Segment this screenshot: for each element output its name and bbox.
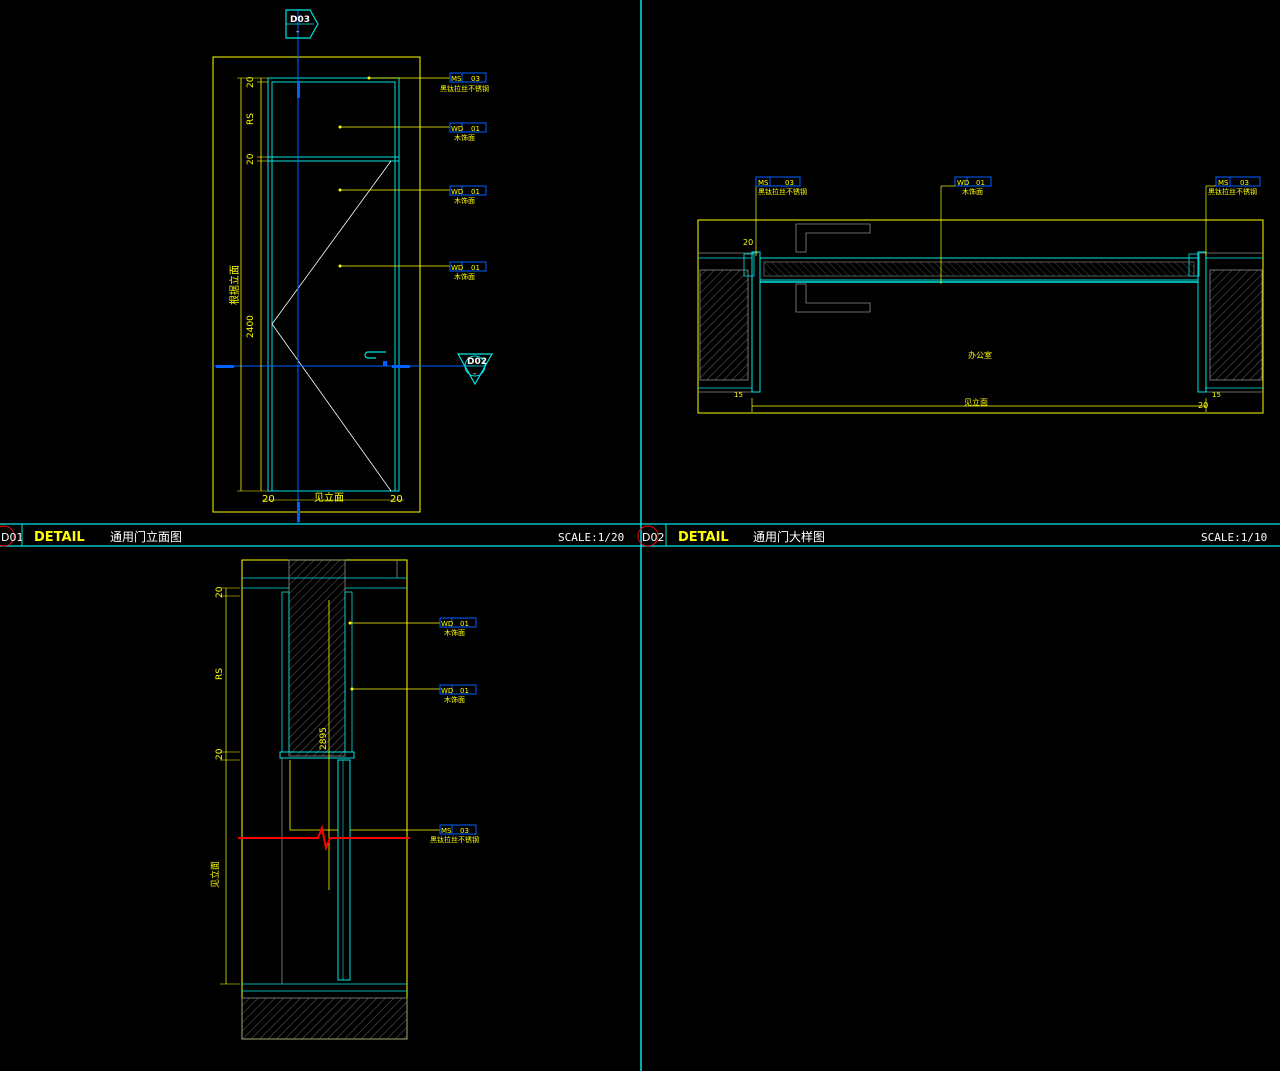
plan-tag-wd01-num: 01 bbox=[976, 179, 985, 187]
plan-dim-20-left: 20 bbox=[743, 238, 753, 247]
section-tag-wd01-b-code: WD bbox=[441, 687, 453, 695]
section-marker-d03-sub: - bbox=[296, 27, 299, 37]
elev-tag-wd01-c[interactable]: WD 01 木饰面 bbox=[338, 261, 487, 281]
door-plan-drawing[interactable]: 见立面 20 20 15 15 办公室 MS 03 黑钛拉丝不锈钢 WD 01 … bbox=[697, 176, 1264, 414]
section-tag-wd01-a-desc: 木饰面 bbox=[444, 628, 465, 637]
section-tag-wd01-a-code: WD bbox=[441, 620, 453, 628]
titlebar-d01-scale: SCALE:1/20 bbox=[558, 531, 624, 544]
elev-dim-rs: RS bbox=[246, 113, 256, 125]
elev-tag-wd01-c-desc: 木饰面 bbox=[454, 272, 475, 281]
door-elevation-drawing[interactable]: 20 RS 20 根据立面 2400 20 见立面 20 D03 - D02 -… bbox=[212, 9, 494, 524]
titlebar-d02[interactable]: D02 DETAIL 通用门大样图 SCALE:1/10 bbox=[637, 524, 1267, 547]
section-dim-20-top: 20 bbox=[215, 586, 225, 598]
titlebar-d01[interactable]: D01 DETAIL 通用门立面图 SCALE:1/20 bbox=[0, 524, 624, 547]
elev-dim-bottom-20-right: 20 bbox=[390, 494, 403, 505]
plan-tag-ms03-right[interactable]: MS 03 黑钛拉丝不锈钢 bbox=[1206, 176, 1261, 196]
section-marker-d02-id: D02 bbox=[467, 357, 487, 367]
titlebar-d01-detail: DETAIL bbox=[34, 530, 85, 545]
section-tag-wd01-a[interactable]: WD 01 木饰面 bbox=[348, 617, 477, 637]
elev-dim-20-mid: 20 bbox=[246, 153, 256, 165]
door-section-drawing[interactable]: 2895 20 RS 20 见立面 WD 01 木饰面 WD 01 木饰面 bbox=[209, 559, 479, 1040]
section-tag-wd01-b-num: 01 bbox=[460, 687, 469, 695]
section-tag-ms03-code: MS bbox=[441, 827, 452, 835]
elev-tag-wd01-a-num: 01 bbox=[471, 125, 480, 133]
section-marker-d02[interactable]: D02 - bbox=[456, 353, 494, 386]
titlebar-d02-detail: DETAIL bbox=[678, 530, 729, 545]
plan-tag-ms03-left-num: 03 bbox=[785, 179, 794, 187]
elev-tag-ms03-code: MS bbox=[451, 75, 462, 83]
titlebar-d02-title: 通用门大样图 bbox=[753, 529, 825, 544]
elev-tag-ms03[interactable]: MS 03 黑钛拉丝不锈钢 bbox=[367, 72, 490, 93]
elev-tag-wd01-c-num: 01 bbox=[471, 264, 480, 272]
section-marker-d03[interactable]: D03 - bbox=[285, 9, 319, 39]
plan-dim-20-right: 20 bbox=[1198, 401, 1208, 410]
plan-tag-ms03-right-num: 03 bbox=[1240, 179, 1249, 187]
titlebar-d01-title: 通用门立面图 bbox=[110, 529, 182, 544]
plan-dim-15-right: 15 bbox=[1212, 391, 1221, 399]
section-tag-wd01-b[interactable]: WD 01 木饰面 bbox=[350, 684, 477, 704]
elev-tag-ms03-desc: 黑钛拉丝不锈钢 bbox=[440, 84, 489, 93]
section-dim-rs: RS bbox=[215, 668, 225, 680]
plan-tag-ms03-right-desc: 黑钛拉丝不锈钢 bbox=[1208, 187, 1257, 196]
section-dim-20-mid: 20 bbox=[215, 748, 225, 760]
titlebar-d02-num: D02 bbox=[642, 531, 664, 544]
elev-dim-20-top: 20 bbox=[246, 76, 256, 88]
elev-tag-wd01-a-code: WD bbox=[451, 125, 463, 133]
elev-dim-2400: 2400 bbox=[246, 315, 256, 338]
elev-tag-wd01-c-code: WD bbox=[451, 264, 463, 272]
section-marker-d02-sub: - bbox=[473, 369, 476, 379]
elev-tag-wd01-b[interactable]: WD 01 木饰面 bbox=[338, 185, 487, 205]
plan-room-label: 办公室 bbox=[968, 350, 992, 360]
section-marker-d03-id: D03 bbox=[290, 15, 310, 25]
plan-tag-ms03-left[interactable]: MS 03 黑钛拉丝不锈钢 bbox=[755, 176, 807, 196]
plan-tag-wd01-desc: 木饰面 bbox=[962, 187, 983, 196]
elev-tag-ms03-num: 03 bbox=[471, 75, 480, 83]
plan-tag-wd01[interactable]: WD 01 木饰面 bbox=[941, 176, 992, 196]
section-tag-wd01-a-num: 01 bbox=[460, 620, 469, 628]
elev-tag-wd01-a[interactable]: WD 01 木饰面 bbox=[338, 122, 487, 142]
elev-dim-bottom-see: 见立面 bbox=[314, 491, 344, 504]
plan-tag-wd01-code: WD bbox=[957, 179, 969, 187]
elev-tag-wd01-a-desc: 木饰面 bbox=[454, 133, 475, 142]
section-tag-ms03[interactable]: MS 03 黑钛拉丝不锈钢 bbox=[350, 824, 479, 844]
titlebar-d02-scale: SCALE:1/10 bbox=[1201, 531, 1267, 544]
elev-dim-bottom-20-left: 20 bbox=[262, 494, 275, 505]
plan-dim-see-elevation: 见立面 bbox=[964, 397, 988, 407]
elev-tag-wd01-b-code: WD bbox=[451, 188, 463, 196]
titlebar-d01-num: D01 bbox=[1, 531, 23, 544]
section-tag-ms03-num: 03 bbox=[460, 827, 469, 835]
plan-tag-ms03-left-code: MS bbox=[758, 179, 769, 187]
plan-tag-ms03-left-desc: 黑钛拉丝不锈钢 bbox=[758, 187, 807, 196]
elev-dim-see-elevation: 根据立面 bbox=[228, 265, 241, 305]
section-tag-wd01-b-desc: 木饰面 bbox=[444, 695, 465, 704]
section-dim-see-elevation: 见立面 bbox=[209, 861, 221, 888]
section-tag-ms03-desc: 黑钛拉丝不锈钢 bbox=[430, 835, 479, 844]
plan-dim-15-left: 15 bbox=[734, 391, 743, 399]
plan-tag-ms03-right-code: MS bbox=[1218, 179, 1229, 187]
section-dim-2895: 2895 bbox=[319, 727, 329, 750]
elev-tag-wd01-b-desc: 木饰面 bbox=[454, 196, 475, 205]
elev-tag-wd01-b-num: 01 bbox=[471, 188, 480, 196]
